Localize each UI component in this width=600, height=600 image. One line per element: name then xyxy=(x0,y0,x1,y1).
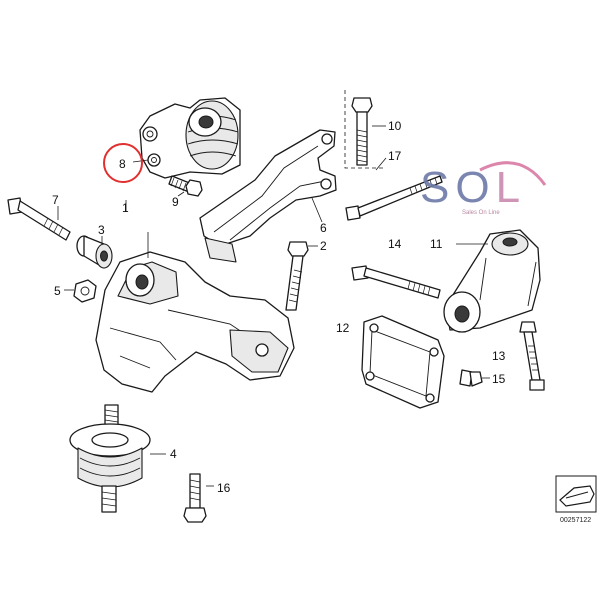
callout-4: 4 xyxy=(170,447,177,461)
part-11-rear-mount[interactable] xyxy=(443,229,541,333)
callout-9: 9 xyxy=(172,195,179,209)
callout-10: 10 xyxy=(388,119,402,133)
logo-arc-icon xyxy=(479,161,547,186)
callout-16: 16 xyxy=(217,481,231,495)
callout-8: 8 xyxy=(119,157,126,171)
callout-7: 7 xyxy=(52,193,59,207)
logo-tagline: Sales On Line xyxy=(462,210,500,216)
callout-6: 6 xyxy=(320,221,327,235)
part-3-bushing[interactable] xyxy=(76,235,113,269)
callout-3: 3 xyxy=(98,223,105,237)
part-4-lower-mount[interactable] xyxy=(69,404,166,513)
part-8-upper-engine-mount[interactable] xyxy=(132,97,241,179)
callout-2: 2 xyxy=(320,239,327,253)
part-1-main-bracket[interactable] xyxy=(95,200,295,393)
callout-11: 11 xyxy=(430,237,443,251)
part-16-bolt[interactable] xyxy=(183,473,214,523)
part-9-bolt[interactable] xyxy=(168,175,203,197)
callout-1: 1 xyxy=(122,201,129,215)
callout-14: 14 xyxy=(388,237,402,251)
diagram-part-number: 00257122 xyxy=(560,517,591,524)
callout-12: 12 xyxy=(336,321,350,335)
logo-letter-o: O xyxy=(455,163,495,212)
part-2-bolt[interactable] xyxy=(285,241,318,311)
logo-letter-s: S xyxy=(420,163,455,212)
callout-15: 15 xyxy=(492,372,506,386)
part-6-torque-strut[interactable] xyxy=(199,129,337,263)
part-5-nut[interactable] xyxy=(64,279,97,303)
highlight-circle-callout-8 xyxy=(103,143,143,183)
sol-watermark-logo: SOL Sales On Line xyxy=(420,161,547,216)
part-13-bolt[interactable] xyxy=(519,321,545,391)
car-silhouette-icon xyxy=(555,475,597,513)
part-17-bolt[interactable] xyxy=(345,157,443,221)
part-14-bolt[interactable] xyxy=(351,265,441,299)
logo-letter-l: L xyxy=(496,163,526,212)
callout-13: 13 xyxy=(492,349,506,363)
part-7-bolt[interactable] xyxy=(7,197,71,241)
part-12-plate[interactable] xyxy=(361,315,445,409)
svg-text:SOL: SOL xyxy=(420,163,526,212)
part-10-bolt[interactable] xyxy=(344,90,386,169)
callout-17: 17 xyxy=(388,149,402,163)
callout-5: 5 xyxy=(54,284,61,298)
part-15-bolt[interactable] xyxy=(459,369,490,387)
